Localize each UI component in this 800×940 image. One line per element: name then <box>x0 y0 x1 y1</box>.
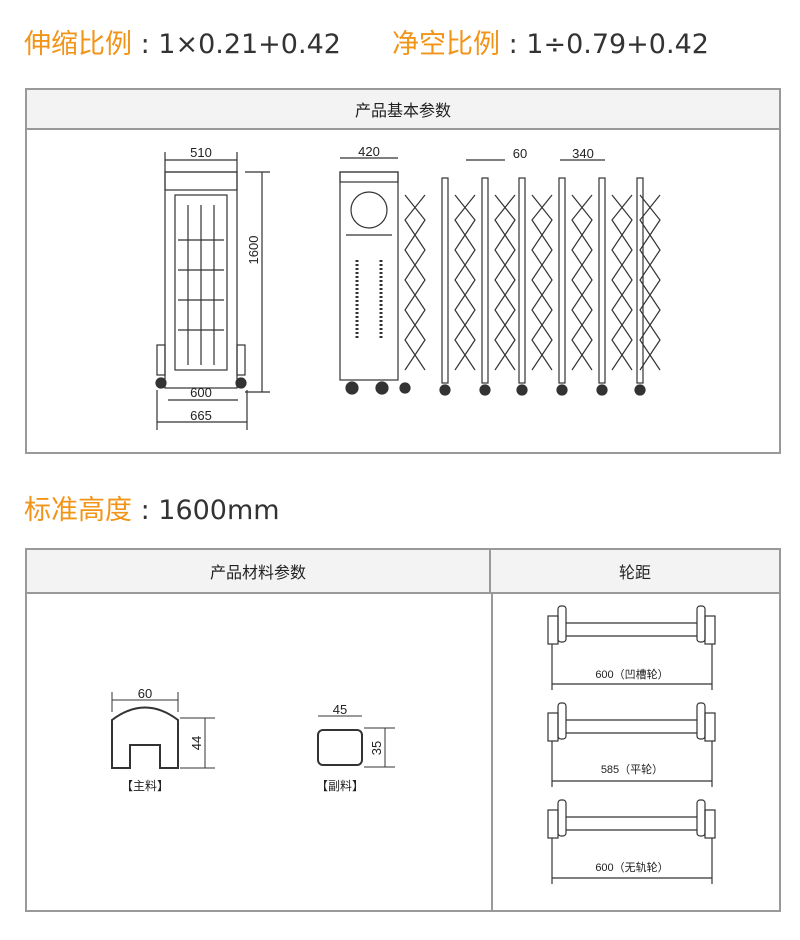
wheelbase-label-2: 585（平轮） <box>601 762 663 776</box>
gate-post <box>481 177 489 384</box>
front-height-label: 1600 <box>246 236 261 265</box>
gate-wheel <box>556 384 568 396</box>
wheelbase-label-1: 600（凹槽轮） <box>595 667 668 681</box>
scissor-link <box>494 194 516 371</box>
stretch-ratio: 伸缩比例 : 1×0.21+0.42 <box>24 22 341 61</box>
axle-drawing <box>547 799 716 884</box>
front-bottom-outer-label: 665 <box>190 408 212 423</box>
clear-ratio: 净空比例 : 1÷0.79+0.42 <box>392 22 709 61</box>
main-width-label: 60 <box>138 686 152 701</box>
main-material-label: 【主料】 <box>121 779 169 793</box>
main-height-label: 44 <box>189 736 204 750</box>
scissor-link <box>571 194 593 371</box>
gate-post <box>636 177 644 384</box>
scissor-link <box>454 194 476 371</box>
material-panel: 产品材料参数 轮距 <box>25 548 781 912</box>
material-params-title: 产品材料参数 <box>27 550 491 594</box>
gate-side-view <box>339 157 605 395</box>
secondary-width-label: 45 <box>333 702 347 717</box>
standard-height-label: 标准高度 <box>24 495 132 526</box>
pitch-label: 60 <box>513 146 527 161</box>
span-label: 340 <box>572 146 594 161</box>
wheelbase-title: 轮距 <box>491 550 779 594</box>
gate-post <box>558 177 566 384</box>
scissor-link <box>531 194 553 371</box>
front-bottom-inner-label: 600 <box>190 385 212 400</box>
scissor-link <box>611 194 633 371</box>
secondary-profile-drawing <box>317 715 395 768</box>
gate-wheel <box>479 384 491 396</box>
gate-post <box>598 177 606 384</box>
gate-wheel <box>439 384 451 396</box>
column-divider <box>491 594 493 910</box>
front-width-label: 510 <box>190 145 212 160</box>
gate-post <box>518 177 526 384</box>
secondary-material-label: 【副料】 <box>316 779 364 793</box>
gate-front-view <box>155 152 270 430</box>
secondary-height-label: 35 <box>369 741 384 755</box>
gate-wheel <box>516 384 528 396</box>
gate-posts <box>439 177 661 396</box>
gate-wheel <box>596 384 608 396</box>
axle-drawing <box>547 702 716 787</box>
wheelbase-label-3: 600（无轨轮） <box>595 860 668 874</box>
stretch-ratio-value: : 1×0.21+0.42 <box>132 29 341 60</box>
basic-params-title: 产品基本参数 <box>27 90 779 130</box>
standard-height: 标准高度 : 1600mm <box>24 488 280 527</box>
standard-height-value: : 1600mm <box>132 495 280 526</box>
wheel-axles <box>547 605 716 884</box>
gate-post <box>441 177 449 384</box>
clear-ratio-label: 净空比例 <box>392 29 500 60</box>
stretch-ratio-label: 伸缩比例 <box>24 29 132 60</box>
clear-ratio-value: : 1÷0.79+0.42 <box>500 29 709 60</box>
cabinet-width-label: 420 <box>358 144 380 159</box>
gate-wheel <box>634 384 646 396</box>
axle-drawing <box>547 605 716 690</box>
main-profile-drawing <box>111 692 215 769</box>
